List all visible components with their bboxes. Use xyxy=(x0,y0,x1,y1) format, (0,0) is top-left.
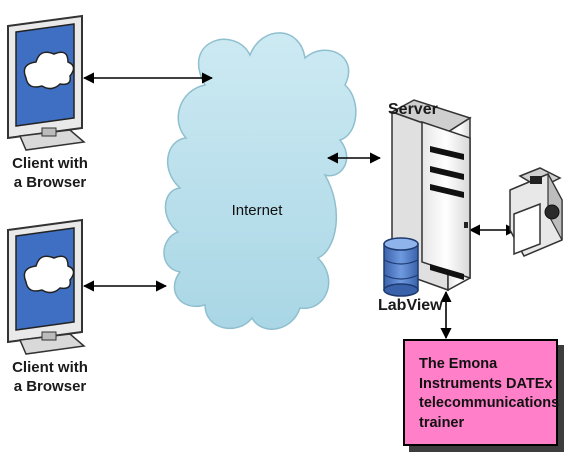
server-label: Server xyxy=(388,101,438,118)
client-label-line1: Client with xyxy=(12,155,88,172)
monitor-icon xyxy=(7,14,86,151)
trainer-label: The Emona Instruments DATEx telecommunic… xyxy=(419,356,560,431)
client-label: Client with a Browser xyxy=(2,358,98,396)
labview-label: LabView xyxy=(378,297,443,314)
camera-icon xyxy=(509,167,563,257)
client-label-line1: Client with xyxy=(12,359,88,376)
client-label-line2: a Browser xyxy=(13,174,87,191)
client-label: Client with a Browser xyxy=(2,154,98,192)
internet-label: Internet xyxy=(231,202,283,219)
client-label-line2: a Browser xyxy=(13,378,87,395)
trainer-box: The Emona Instruments DATEx telecommunic… xyxy=(403,339,560,446)
cloud-icon xyxy=(163,32,357,330)
monitor-icon xyxy=(7,218,86,355)
database-icon xyxy=(383,237,419,297)
